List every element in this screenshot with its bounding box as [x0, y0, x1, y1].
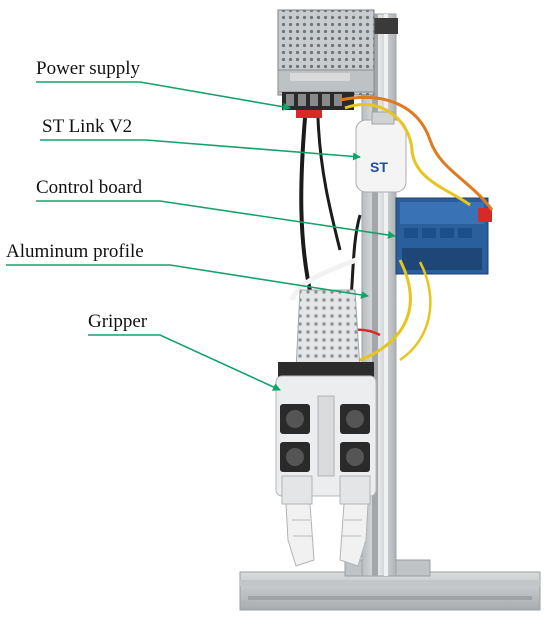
gripper-body	[275, 362, 377, 505]
gripper-mount-plate	[295, 289, 361, 371]
leader-st-link	[40, 139, 361, 161]
leader-control-board	[36, 200, 396, 239]
control-board	[395, 197, 492, 275]
leader-aluminum-profile	[6, 264, 369, 299]
st-link-device: ST	[355, 111, 407, 193]
label-st-link: ST Link V2	[42, 116, 133, 137]
label-aluminum-profile: Aluminum profile	[6, 241, 144, 262]
st-logo: ST	[370, 159, 388, 175]
leader-gripper	[88, 334, 281, 391]
leader-lines	[6, 81, 396, 391]
gripper-fingers	[285, 503, 369, 567]
leader-power-supply	[36, 81, 291, 111]
label-power-supply: Power supply	[36, 58, 140, 79]
label-gripper: Gripper	[88, 311, 148, 332]
label-control-board: Control board	[36, 177, 143, 198]
power-supply-unit	[277, 9, 375, 118]
